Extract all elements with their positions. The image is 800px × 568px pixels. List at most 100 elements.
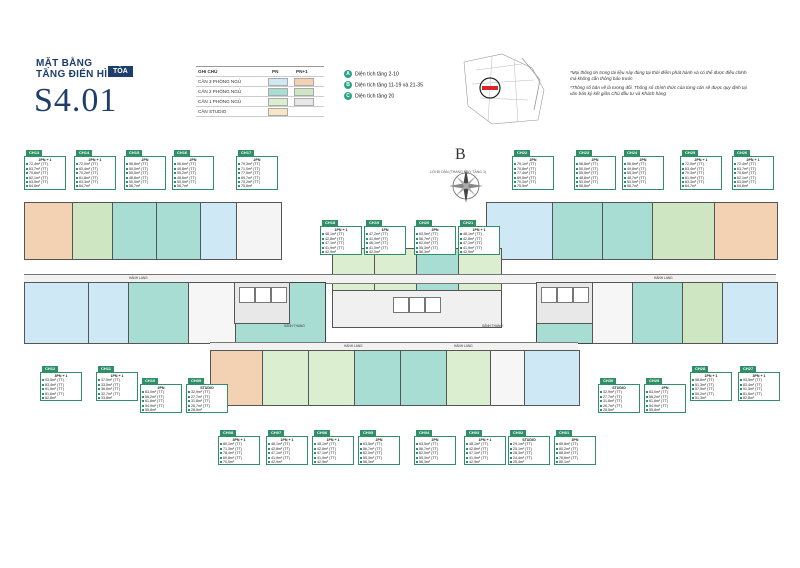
unit-card-ch06: CH06 1PN + 1 48,1m² (TT) 42,8m² (TT) 47,… — [312, 430, 354, 466]
unit-area: 56,8m² (TT) — [575, 162, 615, 166]
unit-type: 2PN — [639, 158, 647, 162]
unit-area: 47,1m² (TT) — [313, 451, 353, 455]
elevator-shaft — [425, 297, 441, 313]
unit-area: 56,2m² (TT) — [141, 395, 181, 399]
unit-card-ch14: CH14 2PN + 1 72,0m² (TT) 63,4m² (TT) 70,… — [74, 150, 116, 190]
unit-area: 42,0m² — [365, 250, 405, 254]
unit-area: 71,0m² (TT) — [237, 167, 277, 171]
unit-card-ch20: CH20 2PN 63,5m² (TT) 56,7m² (TT) 62,0m² … — [414, 220, 456, 256]
unit-area: 56,7m² — [125, 184, 165, 188]
unit-card-ch04: CH04 2PN 63,5m² (TT) 56,7m² (TT) 62,0m² … — [414, 430, 456, 466]
unit-area: 26,7m² (TT) — [599, 404, 639, 408]
unit-area: 63,3m² (TT) — [681, 180, 721, 184]
unit-area: 31,8m² (TT) — [187, 399, 227, 403]
unit-area: 58,8m² (TT) — [691, 378, 731, 382]
unit-area: 63,5m² (TT) — [415, 442, 455, 446]
legend-swatch — [268, 108, 288, 116]
unit-type: 2PN + 1 — [88, 158, 102, 162]
unit-area: 42,8m² (TT) — [459, 237, 499, 241]
unit-area: 63,7m² (TT) — [733, 167, 773, 171]
unit-card-ch18: CH18 1PN + 1 48,1m² (TT) 42,8m² (TT) 47,… — [320, 220, 362, 256]
elevator-shaft — [255, 287, 271, 303]
unit-type: 1PN + 1 — [280, 438, 294, 442]
unit-card-ch25: CH25 2PN + 1 72,0m² (TT) 63,4m² (TT) 70,… — [680, 150, 722, 190]
unit-area: 91,5m² (TT) — [739, 387, 779, 391]
unit-area: 29,1m² (TT) — [509, 442, 549, 446]
unit-area: 55,8m² — [141, 408, 181, 412]
unit-area: 63,0m² (TT) — [141, 390, 181, 394]
unit-type: 2PN — [189, 158, 197, 162]
corridor-label: HÀNH LANG — [129, 276, 148, 280]
legend-swatch — [294, 88, 314, 96]
unit-area: 62,0m² (TT) — [359, 451, 399, 455]
unit-type: 2PN — [141, 158, 149, 162]
unit-area: 50,0m² (TT) — [575, 180, 615, 184]
unit-area: 48,1m² (TT) — [459, 232, 499, 236]
unit-area: 75,6m² — [237, 184, 277, 188]
unit-area: 55,5m² (TT) — [575, 171, 615, 175]
unit-area: 27,7m² (TT) — [187, 395, 227, 399]
legend-col-label: GHI CHÚ — [198, 69, 218, 74]
unit-area: 55,8m² — [645, 408, 685, 412]
unit-type: 2PN — [431, 438, 439, 442]
unit-area: 71,3m² (TT) — [219, 447, 259, 451]
unit-area: 56,7m² (TT) — [415, 447, 455, 451]
unit-type: 2PN + 1 — [746, 158, 760, 162]
unit-area: 79,3m² (TT) — [237, 162, 277, 166]
unit-area: 70,6m² (TT) — [25, 171, 65, 175]
unit-code: CH02 — [510, 430, 527, 436]
unit-area: 69,8m² (TT) — [219, 456, 259, 460]
unit-area: 56,7m² — [173, 184, 213, 188]
legend-row: CĂN 3 PHÒNG NGỦ — [196, 77, 324, 87]
elevator-core-right — [536, 282, 594, 324]
unit-code: CH30 — [600, 378, 617, 384]
unit-area: 37,5m² (TT) — [97, 378, 137, 382]
unit-area: 81,6m² (TT) — [41, 392, 81, 396]
area-legend-label: Diện tích tầng 2-10 — [355, 71, 399, 78]
legend-row-label: CĂN 3 PHÒNG NGỦ — [198, 79, 242, 84]
unit-area: 48,1m² (TT) — [267, 442, 307, 446]
unit-code: CH22 — [514, 150, 531, 156]
elevator-shaft — [541, 287, 557, 303]
elevator-shaft — [239, 287, 255, 303]
unit-area: 54,9m² (TT) — [645, 404, 685, 408]
elevator-shaft — [573, 287, 589, 303]
unit-card-ch28: CH28 1PN + 1 58,8m² (TT) 51,3m² (TT) 57,… — [690, 366, 732, 402]
legend-header: GHI CHÚ PN PN+1 — [196, 67, 324, 77]
unit-type: 2PN — [529, 158, 537, 162]
unit-ch14 — [72, 202, 114, 260]
unit-ch03 — [446, 350, 492, 406]
unit-area: 72,4m² (TT) — [25, 162, 65, 166]
unit-area: 82,8m² — [739, 396, 779, 400]
unit-code: CH08 — [220, 430, 237, 436]
unit-area: 63,3m² (TT) — [75, 180, 115, 184]
unit-area: 69,5m² (TT) — [513, 176, 553, 180]
unit-area: 41,9m² (TT) — [459, 246, 499, 250]
unit-area: 69,7m² (TT) — [237, 176, 277, 180]
unit-type: 2PN + 1 — [694, 158, 708, 162]
disclaimer-notes: *Mọi thông tin trong tài liệu này đúng t… — [570, 70, 750, 100]
unit-code: CH29 — [646, 378, 663, 384]
unit-area: 50,0m² (TT) — [173, 180, 213, 184]
building-tag: TÒA — [108, 66, 133, 77]
unit-area: 61,8m² (TT) — [75, 176, 115, 180]
compass-north-letter: B — [455, 146, 466, 163]
unit-area: 70,8m² (TT) — [513, 167, 553, 171]
unit-ch25 — [652, 202, 716, 260]
unit-code: CH20 — [416, 220, 433, 226]
unit-area: 64,6m² — [25, 184, 65, 188]
unit-card-ch02: CH02 STUDIO 29,1m² (TT) 25,1m² (TT) 28,3… — [508, 430, 550, 466]
unit-ch28 — [682, 282, 724, 344]
unit-area: 70,5m² — [219, 460, 259, 464]
unit-area: 42,9m² — [465, 460, 505, 464]
unit-ch16 — [156, 202, 202, 260]
legend-swatch — [268, 88, 288, 96]
unit-area: 31,8m² (TT) — [599, 399, 639, 403]
unit-area: 72,0m² (TT) — [75, 162, 115, 166]
title-line-1: MẶT BẰNG — [36, 58, 93, 69]
unit-ch23 — [552, 202, 604, 260]
unit-area: 32,9m² (TT) — [599, 390, 639, 394]
site-location-map — [463, 53, 545, 125]
